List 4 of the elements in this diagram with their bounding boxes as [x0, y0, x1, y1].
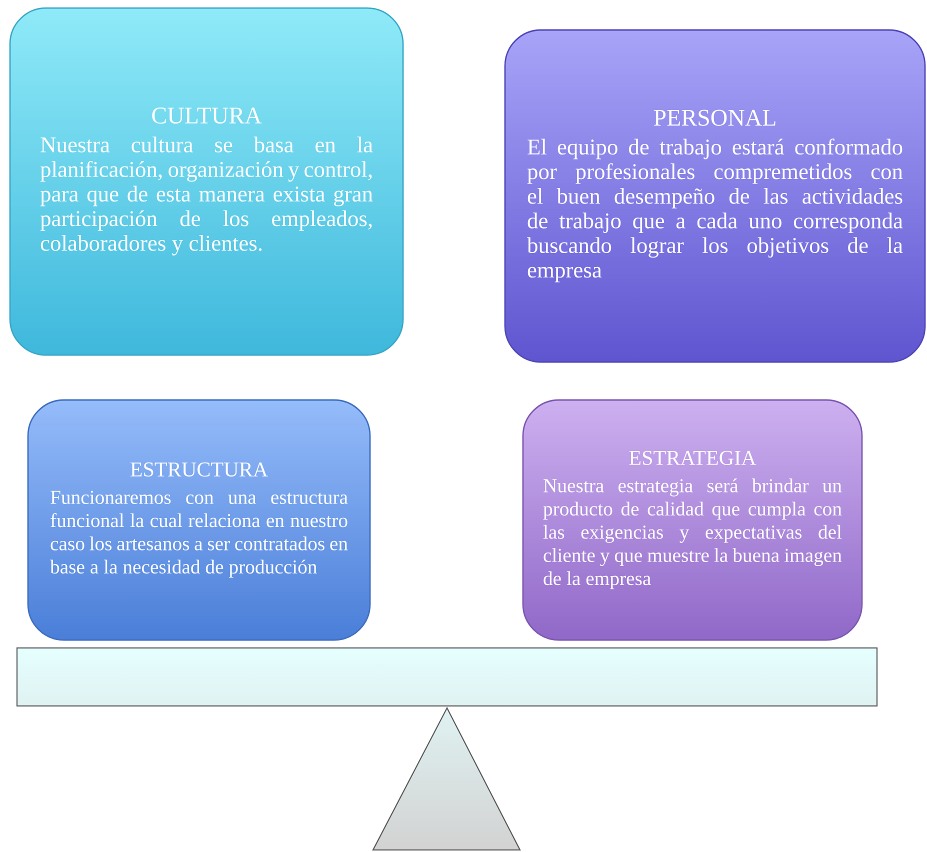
text-box: ESTRATEGIA Nuestra estrategia será brindar un producto de calidad que cumpla con las exigencias y expectativas del cliente y que muestre la buena imagen de la empresa	[522, 399, 863, 641]
text-box: PERSONAL El equipo de trabajo estará conformado por profesionales compremetidos con el buen desempeño de las actividades de trabajo que a cada uno corresponda buscando lograr los objetivos de la empresa	[504, 29, 926, 363]
text-box: CULTURA Nuestra cultura se basa en la planificación, organización y control, para que de esta manera exista gran participación de los empleados, colaboradores y clientes.	[9, 7, 404, 356]
text-box: ESTRUCTURA Funcionaremos con una estructura funcional la cual relaciona en nuestro caso los artesanos a ser contratados en base a la necesidad de producción	[27, 399, 371, 641]
